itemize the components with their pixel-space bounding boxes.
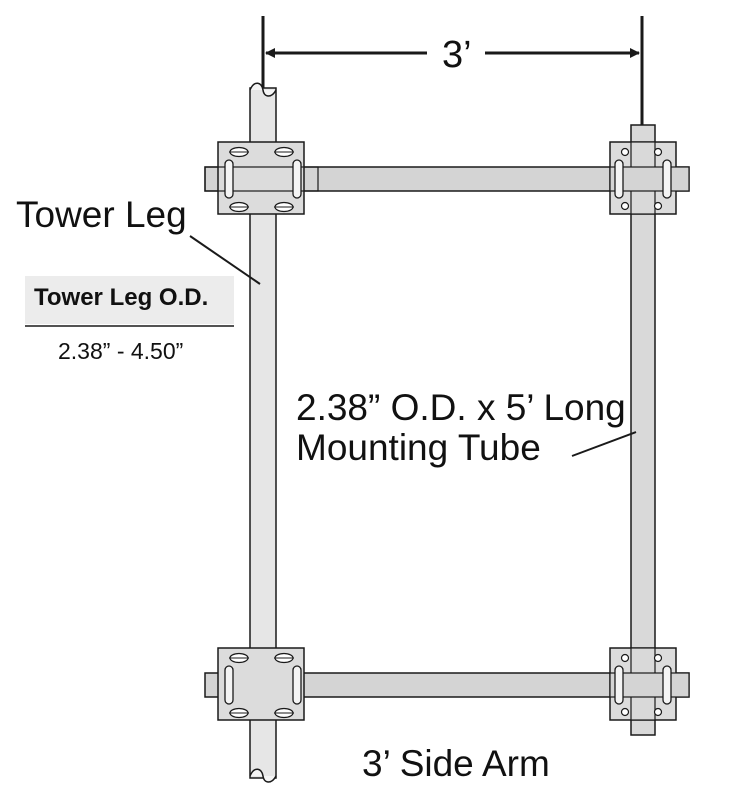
clamp-plate-bottom-left <box>217 647 305 721</box>
od-table-heading: Tower Leg O.D. <box>34 284 209 311</box>
mounting-tube-label-line1: 2.38” O.D. x 5’ Long <box>296 387 626 428</box>
clamp-plate-top-left <box>204 141 319 215</box>
dimension-label: 3’ <box>442 34 472 76</box>
mounting-tube-label-line2: Mounting Tube <box>296 427 541 468</box>
dimension-marker <box>261 16 644 140</box>
mounting-tube-leader <box>571 431 637 457</box>
od-table-header <box>25 276 234 324</box>
side-arm-label: 3’ Side Arm <box>362 743 550 784</box>
od-table-range: 2.38” - 4.50” <box>58 338 184 364</box>
tower-leg-label: Tower Leg <box>16 194 187 235</box>
clamp-plate-bottom-right <box>609 647 690 721</box>
tower-leg-leader <box>189 235 261 285</box>
mounting-tube <box>630 124 656 736</box>
clamp-plate-top-right <box>609 141 690 215</box>
